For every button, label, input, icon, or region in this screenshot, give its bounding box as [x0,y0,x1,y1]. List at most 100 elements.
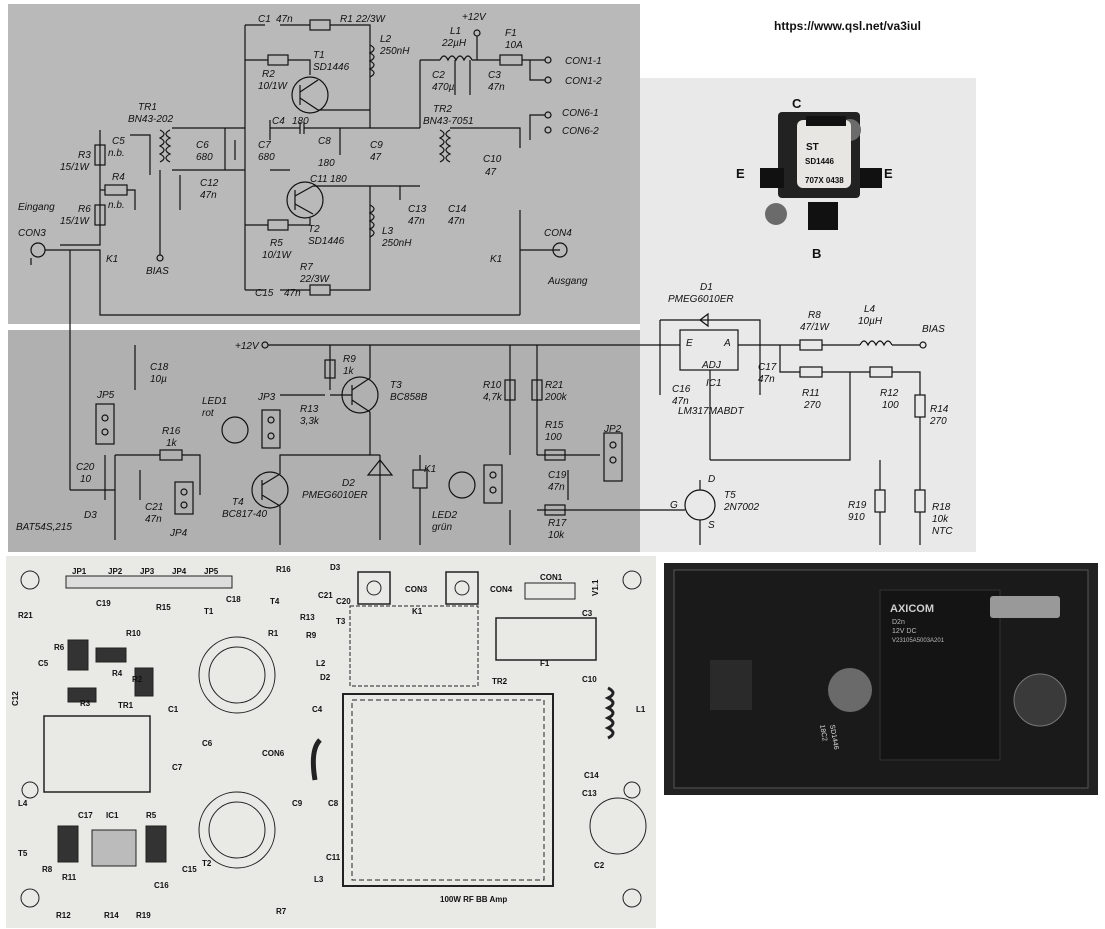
pcb-r5: R5 [146,811,157,820]
c3-label: C3 [488,70,501,81]
pcb-c13: C13 [582,789,597,798]
c18-label: C18 [150,362,169,373]
r19-value: 910 [848,512,865,523]
pcb-d3: D3 [330,563,341,572]
d3-label: D3 [84,510,97,521]
l2-label: L2 [380,34,392,45]
bias-regulator-labels: D1 PMEG6010ER R8 47/1W L4 10µH BIAS E AD… [668,282,953,537]
c19-value: 47n [548,482,565,493]
c11-label: C11 [310,174,328,185]
supply-12v-bottom: +12V [235,341,260,352]
c10-label: C10 [483,154,502,165]
c8-value: 180 [318,158,335,169]
pcb-jp4: JP4 [172,567,187,576]
c5-label: C5 [112,136,125,147]
r2-label: R2 [262,69,275,80]
pcb-labels: JP1 JP2 JP3 JP4 JP5 R16 D3 CON3 CON4 CON… [11,563,646,920]
tr2-value: BN43-7051 [423,116,474,127]
pcb-r8: R8 [42,865,53,874]
r10-label: R10 [483,380,502,391]
ausgang-label: Ausgang [547,276,588,287]
pcb-r3: R3 [80,699,91,708]
r18-value: 10k [932,514,949,525]
r8-value: 47/1W [800,322,830,333]
pcb-c17: C17 [78,811,93,820]
pcb-c19: C19 [96,599,111,608]
l3-value: 250nH [381,238,412,249]
pcb-drawing [20,570,647,908]
r19-label: R19 [848,500,867,511]
pcb-c20: C20 [336,597,351,606]
c12-value: 47n [200,190,217,201]
l4-label: L4 [864,304,876,315]
c20-value: 10 [80,474,92,485]
pcb-ic1: IC1 [106,811,119,820]
pcb-jp3: JP3 [140,567,155,576]
c14-label: C14 [448,204,467,215]
pcb-jp1: JP1 [72,567,87,576]
r18-label: R18 [932,502,951,513]
ic1-value: LM317MABDT [678,406,744,417]
c21-label: C21 [145,502,163,513]
r4-value: n.b. [108,200,125,211]
k1-input-label: K1 [106,254,118,265]
c16-label: C16 [672,384,691,395]
eingang-label: Eingang [18,202,55,213]
r11-label: R11 [802,388,820,399]
con6-1-label: CON6-1 [562,108,599,119]
r8-label: R8 [808,310,821,321]
c6-value: 680 [196,152,213,163]
c2-label: C2 [432,70,445,81]
d1-label: D1 [700,282,713,293]
r21-value: 200k [544,392,568,403]
r3-value: 15/1W [60,162,90,173]
r13-value: 3,3k [300,416,320,427]
site-url[interactable]: https://www.qsl.net/va3iul [774,19,921,33]
pcb-c8: C8 [328,799,339,808]
c14-value: 47n [448,216,465,227]
pcb-t5: T5 [18,849,28,858]
t2-label: T2 [308,224,320,235]
led2-label: LED2 [432,510,457,521]
pcb-r10: R10 [126,629,141,638]
k1-coil-label: K1 [424,464,436,475]
t2-value: SD1446 [308,236,345,247]
pcb-c16: C16 [154,881,169,890]
jp3-label: JP3 [257,392,276,403]
c1-label: C1 [258,14,271,25]
r5-label: R5 [270,238,283,249]
pcb-t4: T4 [270,597,280,606]
r6-value: 15/1W [60,216,90,227]
c8-label: C8 [318,136,331,147]
pcb-r13: R13 [300,613,315,622]
pcb-c14: C14 [584,771,599,780]
l1-label: L1 [450,26,461,37]
con4-label: CON4 [544,228,572,239]
pcb-r21: R21 [18,611,33,620]
r15-label: R15 [545,420,564,431]
led1-value: rot [202,408,215,419]
r5-value: 10/1W [262,250,292,261]
pcb-l4: L4 [18,799,28,808]
pcb-r1: R1 [268,629,279,638]
con1-2-label: CON1-2 [565,76,602,87]
pcb-l3: L3 [314,875,324,884]
l1-value: 22µH [441,38,467,49]
t1-value: SD1446 [313,62,350,73]
pcb-title: 100W RF BB Amp [440,895,507,904]
con3-label: CON3 [18,228,46,239]
t5-pin-s: S [708,520,715,531]
c13-value: 47n [408,216,425,227]
f1-value: 10A [505,40,523,51]
pcb-con1: CON1 [540,573,563,582]
c13-label: C13 [408,204,427,215]
r3-label: R3 [78,150,91,161]
pcb-c2: C2 [594,861,605,870]
pcb-version: V1.1 [591,579,600,596]
pcb-tr1: TR1 [118,701,134,710]
pcb-r2: R2 [132,675,143,684]
l4-value: 10µH [858,316,883,327]
pcb-r19: R19 [136,911,151,920]
photo-logo: ST [806,142,819,153]
